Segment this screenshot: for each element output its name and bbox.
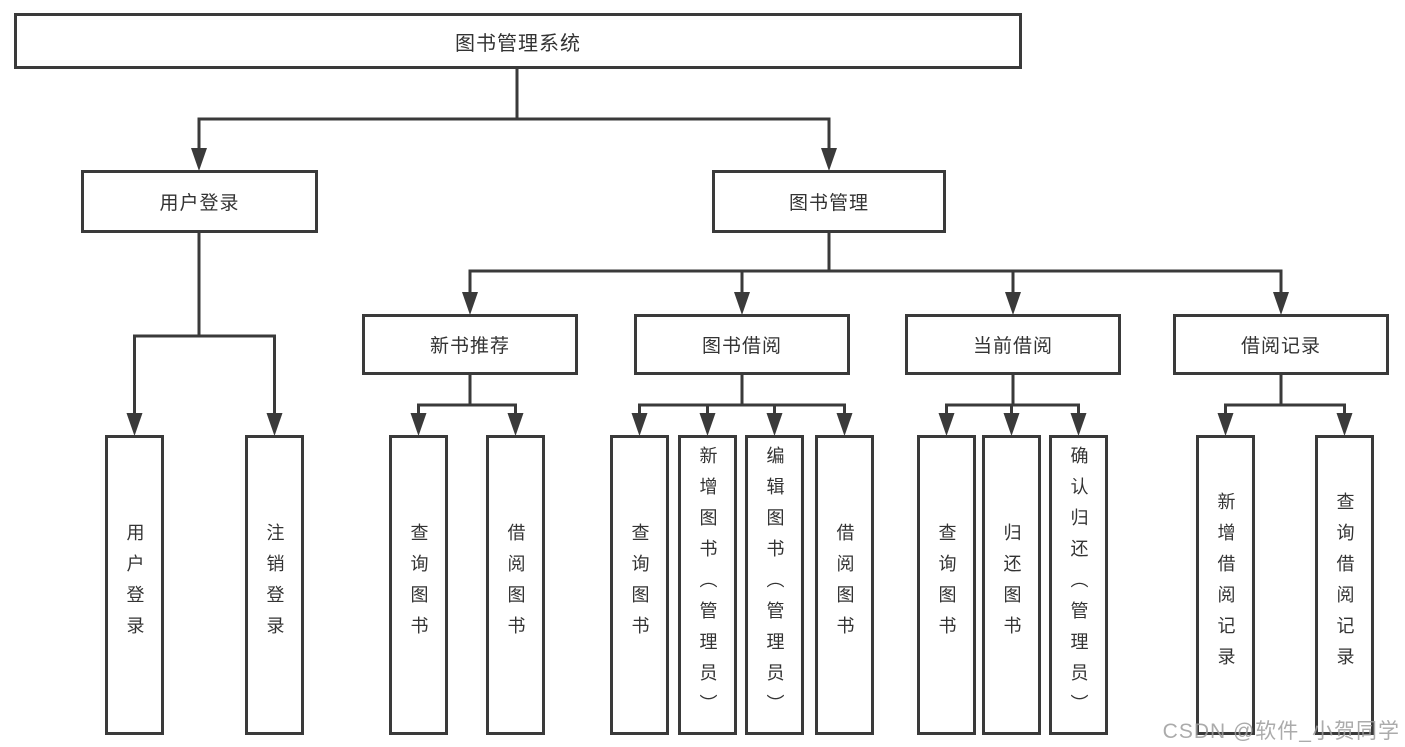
node-book-management-branch: 图书管理 <box>712 170 946 233</box>
node-root-library-system: 图书管理系统 <box>14 13 1022 69</box>
leaf-add-borrow-record: 新增借阅记录 <box>1196 435 1255 735</box>
leaf-borrow-books-recommend: 借阅图书 <box>486 435 545 735</box>
leaf-query-books-current: 查询图书 <box>917 435 976 735</box>
leaf-borrow-books: 借阅图书 <box>815 435 874 735</box>
node-current-borrowing: 当前借阅 <box>905 314 1121 375</box>
leaf-query-books-recommend: 查询图书 <box>389 435 448 735</box>
csdn-watermark: CSDN @软件_小贺同学 <box>1162 720 1400 743</box>
leaf-query-books-borrow: 查询图书 <box>610 435 669 735</box>
leaf-logout: 注销登录 <box>245 435 304 735</box>
node-user-login-branch: 用户登录 <box>81 170 318 233</box>
leaf-add-books-admin: 新增图书（管理员） <box>678 435 737 735</box>
node-borrowing-records: 借阅记录 <box>1173 314 1389 375</box>
node-book-borrowing: 图书借阅 <box>634 314 850 375</box>
leaf-return-books: 归还图书 <box>982 435 1041 735</box>
leaf-confirm-return-admin: 确认归还（管理员） <box>1049 435 1108 735</box>
leaf-edit-books-admin: 编辑图书（管理员） <box>745 435 804 735</box>
leaf-user-login: 用户登录 <box>105 435 164 735</box>
arrowhead-icons <box>126 148 1353 436</box>
node-new-book-recommendation: 新书推荐 <box>362 314 578 375</box>
leaf-query-borrow-record: 查询借阅记录 <box>1315 435 1374 735</box>
